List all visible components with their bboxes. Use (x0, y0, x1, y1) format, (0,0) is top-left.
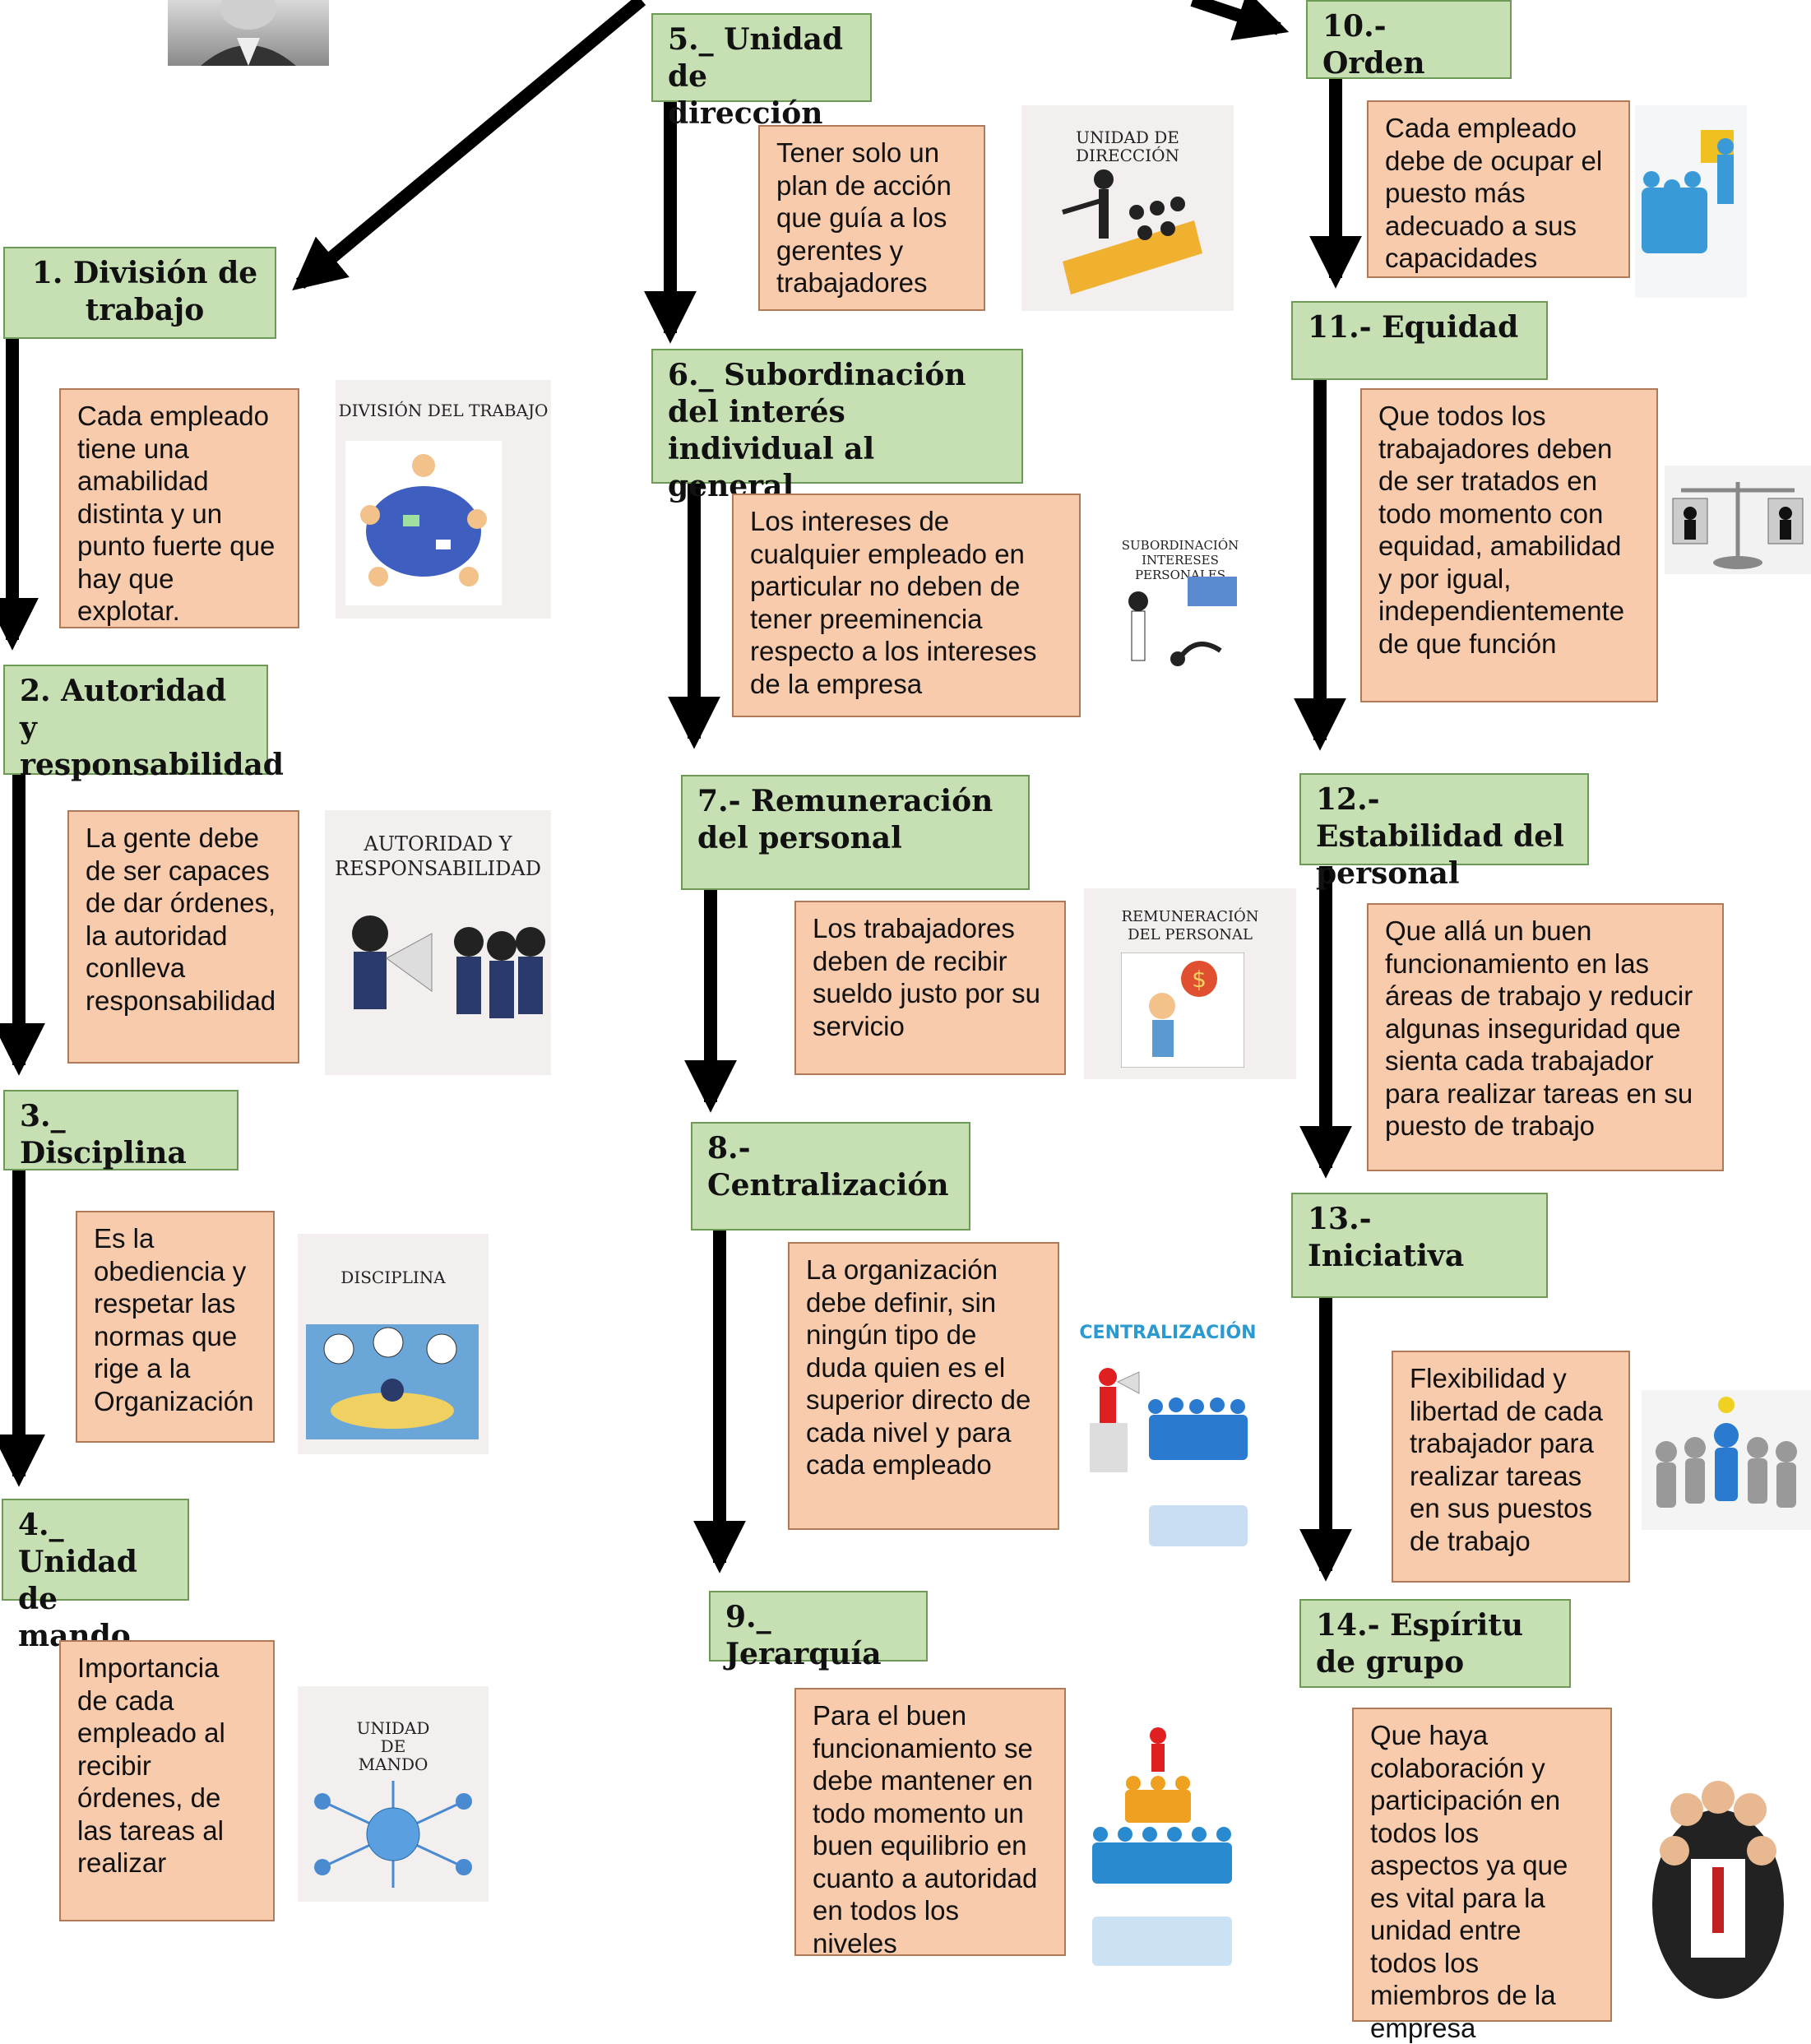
principle-7-description: Los trabajadores deben de recibir sueldo… (794, 901, 1066, 1075)
principle-13-title: 13.- Iniciativa (1291, 1193, 1548, 1298)
bowing-figures-icon (1128, 577, 1237, 666)
arrow-to-orden (1190, 0, 1290, 41)
principle-1-description: Cada empleado tiene una amabilidad disti… (59, 388, 299, 628)
principle-14-description: Que haya colaboración y participación en… (1352, 1708, 1612, 2043)
principle-13-image (1642, 1390, 1811, 1530)
principle-2-image-caption: AUTORIDAD Y RESPONSABILIDAD (335, 832, 541, 880)
leader-pointing-icon (1062, 169, 1202, 294)
idea-person-icon (1656, 1397, 1797, 1508)
principle-14-image (1642, 1760, 1795, 2009)
principle-6-title: 6._ Subordinación del interés individual… (651, 349, 1023, 503)
principle-11-title: 11.- Equidad (1291, 301, 1548, 380)
principle-7-image: REMUNERACIÓN DEL PERSONAL $ (1084, 888, 1296, 1079)
principle-11-image (1665, 466, 1811, 574)
principle-12-description: Que allá un buen funcionamiento en las á… (1367, 903, 1724, 1171)
founder-portrait (168, 0, 329, 66)
principle-5-image: UNIDAD DE DIRECCIÓN (1021, 105, 1234, 311)
principle-6-image-caption: SUBORDINACIÓN INTERESES PERSONALES (1121, 538, 1239, 582)
hierarchy-pyramid-icon (1092, 1727, 1232, 1966)
principle-3-image: DISCIPLINA (298, 1234, 489, 1454)
principle-3-title: 3._ Disciplina (3, 1090, 239, 1170)
team-table-icon (345, 441, 502, 605)
svg-text:$: $ (1192, 966, 1207, 993)
principle-4-image-caption: UNIDAD DE MANDO (356, 1718, 430, 1774)
clocks-icon (306, 1324, 479, 1439)
meeting-presentation-icon (1642, 130, 1734, 253)
principle-5-image-caption: UNIDAD DE DIRECCIÓN (1076, 127, 1179, 165)
principle-14-title: 14.- Espíritu de grupo (1299, 1599, 1571, 1688)
principle-3-description: Es la obediencia y respetar las normas q… (76, 1211, 275, 1443)
principle-1-image: DIVISIÓN DEL TRABAJO (336, 380, 551, 619)
principle-9-description: Para el buen funcionamiento se debe mant… (794, 1688, 1066, 1958)
principle-1-title: 1. División de trabajo (3, 247, 276, 339)
principle-6-image: SUBORDINACIÓN INTERESES PERSONALES (1097, 531, 1263, 689)
principle-10-description: Cada empleado debe de ocupar el puesto m… (1367, 100, 1630, 278)
principle-12-title: 12.- Estabilidad del personal (1299, 773, 1589, 891)
principle-13-description: Flexibilidad y libertad de cada trabajad… (1392, 1351, 1630, 1583)
scale-balance-icon (1672, 482, 1804, 569)
principle-2-title: 2. Autoridad y responsabilidad (3, 665, 284, 782)
principle-4-title: 4._ Unidad de mando (2, 1499, 189, 1653)
arrow-to-division (292, 0, 646, 291)
principle-4-description: Importancia de cada empleado al recibir … (59, 1640, 275, 1921)
principle-11-description: Que todos los trabajadores deben de ser … (1360, 388, 1658, 702)
principle-7-image-caption: REMUNERACIÓN DEL PERSONAL (1121, 908, 1259, 943)
principle-5-title: 5._ Unidad de dirección (651, 13, 872, 131)
principle-9-title: 9._ Jerarquía (709, 1591, 928, 1671)
principle-7-title: 7.- Remuneración del personal (681, 775, 1030, 890)
megaphone-icon (352, 915, 545, 1018)
principle-2-image: AUTORIDAD Y RESPONSABILIDAD (325, 810, 551, 1075)
group-huddle-icon (1652, 1781, 1784, 1999)
globe-network-icon (314, 1781, 472, 1888)
principle-8-image: CENTRALIZACIÓN (1065, 1308, 1271, 1579)
principle-10-title: 10.- Orden (1306, 0, 1512, 81)
principle-2-description: La gente debe de ser capaces de dar órde… (67, 810, 299, 1064)
principle-8-description: La organización debe definir, sin ningún… (788, 1242, 1059, 1530)
principle-1-image-caption: DIVISIÓN DEL TRABAJO (338, 401, 549, 420)
principle-5-description: Tener solo un plan de acción que guía a … (758, 125, 985, 311)
principle-8-title: 8.- Centralización (691, 1122, 970, 1231)
leader-crowd-icon (1090, 1368, 1248, 1546)
principle-6-description: Los intereses de cualquier empleado en p… (732, 494, 1081, 717)
principle-3-image-caption: DISCIPLINA (340, 1268, 446, 1287)
money-sign-icon: $ (1121, 952, 1244, 1068)
principle-10-image (1635, 105, 1747, 298)
principle-4-image: UNIDAD DE MANDO (298, 1686, 489, 1902)
principle-8-image-caption: CENTRALIZACIÓN (1079, 1323, 1257, 1343)
principle-9-image (1076, 1719, 1248, 1999)
